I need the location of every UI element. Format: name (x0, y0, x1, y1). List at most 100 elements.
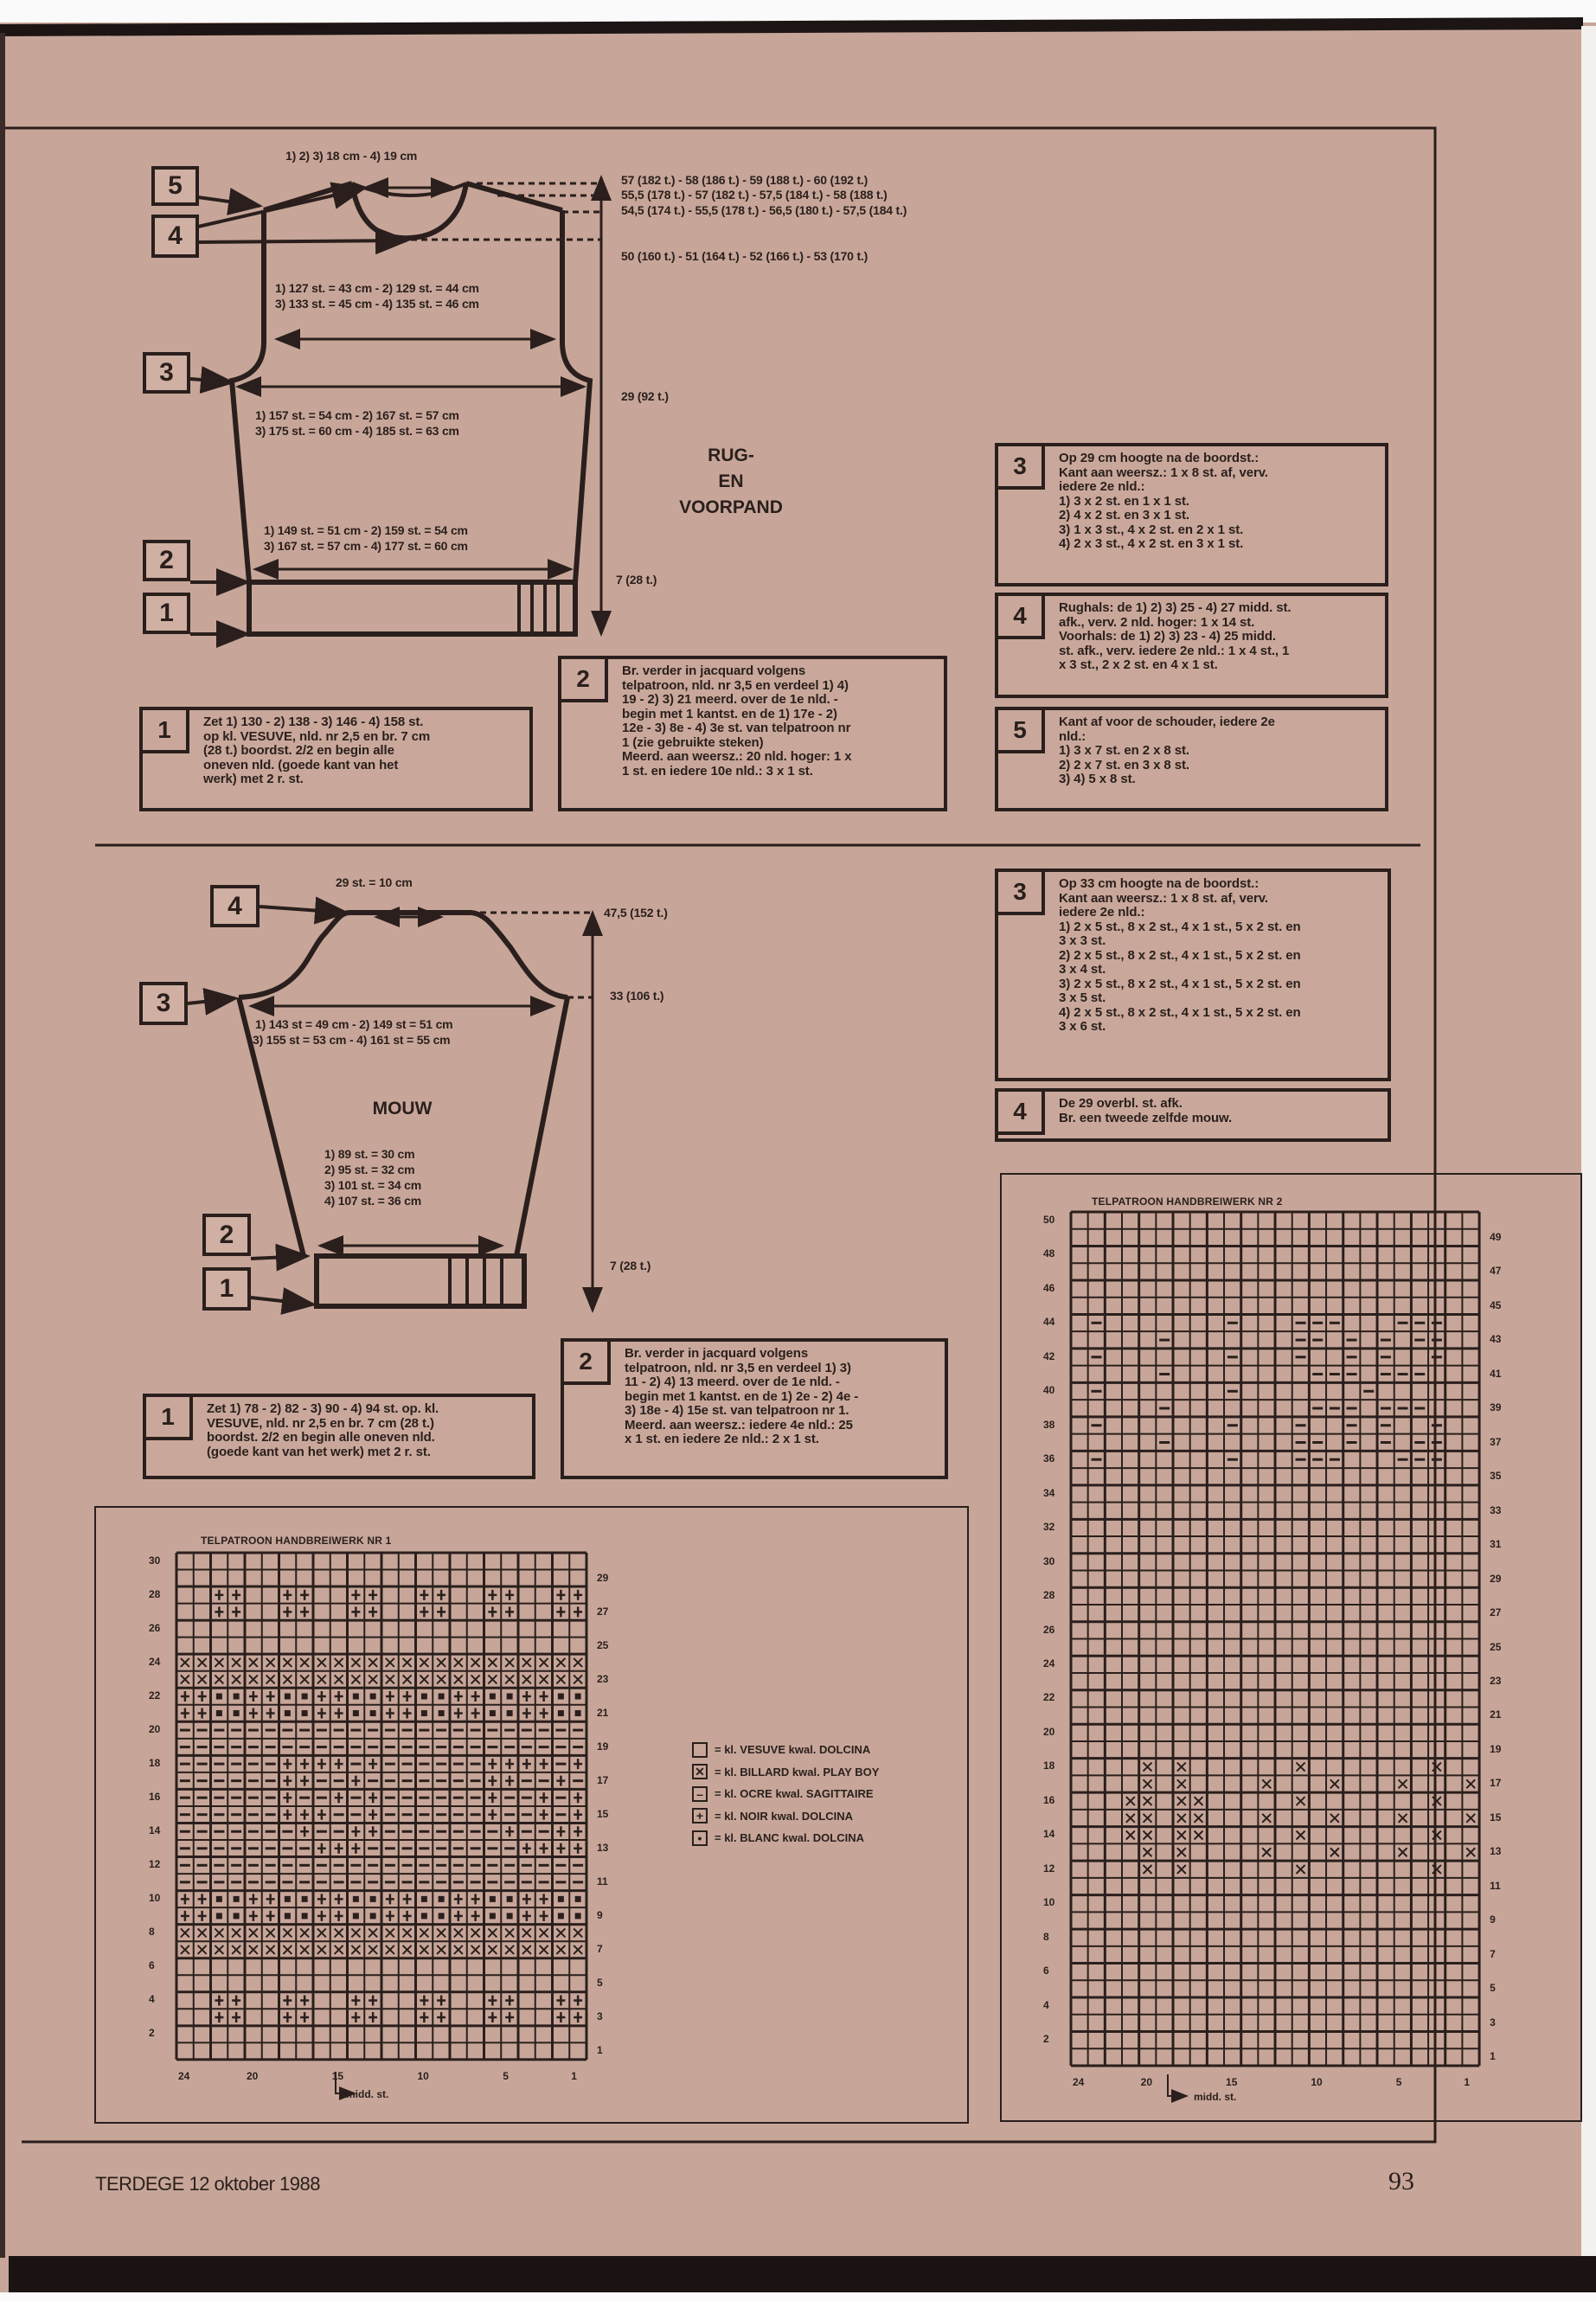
stitch-cross (299, 1657, 310, 1668)
stitch-cross (487, 1657, 498, 1668)
row-label: 24 (149, 1655, 161, 1668)
stitch-cross (1330, 1813, 1340, 1823)
stitch-cross (401, 1945, 413, 1955)
stitch-plus (402, 1910, 412, 1921)
column-tick-label: 20 (1140, 2076, 1153, 2088)
stitch-cross (522, 1657, 532, 1668)
stitch-plus (385, 1691, 394, 1702)
scan-edge-left (0, 33, 5, 2258)
instruction-line: Kant aan weersz.: 1 x 8 st. af, verv. (1059, 890, 1268, 906)
stitch-cross (282, 1674, 293, 1685)
row-label: 17 (1490, 1777, 1502, 1790)
instruction-line: begin met 1 kantst. en de 1) 2e - 2) 4e … (625, 1388, 859, 1404)
stitch-cross (1330, 1847, 1340, 1857)
stitch-cross (1176, 1813, 1187, 1823)
stitch-cross (333, 1945, 344, 1955)
stitch-plus (420, 2012, 429, 2023)
hem-width-line-1: 1) 149 st. = 51 cm - 2) 159 st. = 54 cm (264, 523, 468, 537)
row-label: 50 (1043, 1213, 1055, 1226)
instruction-line: 1 st. en iedere 10e nld.: 3 x 1 st. (622, 763, 813, 779)
stitch-plus (334, 1894, 343, 1905)
stitch-plus (556, 2012, 566, 2023)
hem-width-line-2: 3) 167 st. = 57 cm - 4) 177 st. = 60 cm (264, 539, 468, 553)
column-tick-label: 24 (178, 2069, 190, 2082)
stitch-plus (522, 1759, 531, 1770)
stitch-plus (334, 1843, 343, 1854)
row-label: 23 (597, 1672, 609, 1685)
stitch-cross (368, 1927, 378, 1939)
shoulder-width-line-2: 3) 133 st. = 45 cm - 4) 135 st. = 46 cm (275, 297, 479, 311)
stitch-cross (573, 1657, 583, 1668)
stitch-plus (539, 1792, 548, 1804)
stitch-cross (504, 1674, 515, 1685)
stitch-dot (557, 1693, 564, 1700)
title-line: VOORPAND (679, 497, 783, 517)
stitch-cross (333, 1927, 344, 1939)
stitch-dot (233, 1693, 240, 1700)
height-label-2: 55,5 (178 t.) - 57 (182 t.) - 57,5 (184 … (621, 188, 888, 202)
stitch-cross (573, 1927, 583, 1939)
stitch-dot (233, 1913, 240, 1920)
height-label-1: 57 (182 t.) - 58 (186 t.) - 59 (188 t.) … (621, 173, 869, 187)
stitch-cross (1142, 1761, 1153, 1772)
row-label: 9 (1490, 1913, 1496, 1926)
stitch-plus (283, 1995, 292, 2006)
stitch-cross (368, 1674, 378, 1685)
column-tick-label: 20 (247, 2069, 259, 2082)
rib-height-label: 7 (28 t.) (616, 573, 657, 586)
stitch-plus (283, 2012, 292, 2023)
column-tick-label: 5 (503, 2069, 509, 2082)
stitch-cross (1142, 1779, 1153, 1789)
stitch-dot (233, 1895, 240, 1902)
stitch-dot (420, 1710, 427, 1717)
stitch-cross (385, 1945, 395, 1955)
instruction-line: (28 t.) boordst. 2/2 en begin alle (203, 743, 394, 758)
instruction-line: 3) 18e - 4) 15e st. van telpatroon nr 1. (625, 1403, 849, 1418)
stitch-plus (420, 1995, 429, 2006)
instruction-line: 12e - 3) 8e - 4) 3e st. van telpatroon n… (622, 721, 851, 735)
stitch-cross (196, 1945, 208, 1955)
stitch-cross (555, 1657, 567, 1668)
instruction-line: 19 - 2) 3) 21 meerd. over de 1e nld. - (622, 692, 838, 707)
stitch-cross (1295, 1761, 1306, 1772)
chart-1-grid (175, 1551, 588, 2061)
stitch-plus (283, 1606, 292, 1618)
stitch-cross (1432, 1761, 1442, 1772)
stitch-cross (231, 1674, 241, 1685)
stitch-cross (317, 1657, 327, 1668)
row-label: 16 (1043, 1793, 1055, 1806)
row-label: 40 (1043, 1384, 1055, 1397)
stitch-cross (299, 1927, 310, 1939)
instruction-line: 3) 4) 5 x 8 st. (1059, 772, 1136, 786)
row-label: 24 (1043, 1657, 1055, 1670)
stitch-plus (574, 2012, 583, 2023)
stitch-plus (505, 1606, 515, 1618)
stitch-plus (248, 1894, 258, 1905)
row-label: 47 (1490, 1265, 1502, 1278)
stitch-dot (352, 1895, 359, 1902)
piece-title-body: RUG- EN VOORPAND (657, 443, 804, 521)
step-number: 1 (139, 707, 189, 753)
stitch-cross (453, 1657, 464, 1668)
instruction-line: 2) 4 x 2 st. en 3 x 1 st. (1059, 508, 1189, 522)
stitch-dot (574, 1710, 581, 1717)
stitch-cross (1176, 1761, 1187, 1772)
stitch-cross (1142, 1830, 1153, 1841)
stitch-legend: = kl. VESUVE kwal. DOLCINA ✕= kl. BILLAR… (692, 1739, 879, 1849)
stitch-cross (1432, 1830, 1442, 1841)
stitch-cross (231, 1657, 241, 1668)
stitch-dot (557, 1895, 564, 1902)
sleeve-cap-height-label: 33 (106 t.) (610, 989, 664, 1003)
stitch-plus (402, 1691, 412, 1702)
row-label: 2 (149, 2027, 155, 2040)
stitch-dot (284, 1710, 291, 1717)
row-label: 5 (597, 1977, 603, 1990)
stitch-dot (215, 1693, 222, 1700)
instruction-text: Rughals: de 1) 2) 3) 25 - 4) 27 midd. st… (1059, 600, 1376, 673)
instruction-line: Br. een tweede zelfde mouw. (1059, 1110, 1233, 1125)
chart-1-title: TELPATROON HANDBREIWERK NR 1 (201, 1535, 392, 1547)
legend-text: = kl. BLANC kwal. DOLCINA (715, 1831, 864, 1845)
stitch-plus (574, 1826, 583, 1837)
stitch-cross (1465, 1847, 1476, 1857)
